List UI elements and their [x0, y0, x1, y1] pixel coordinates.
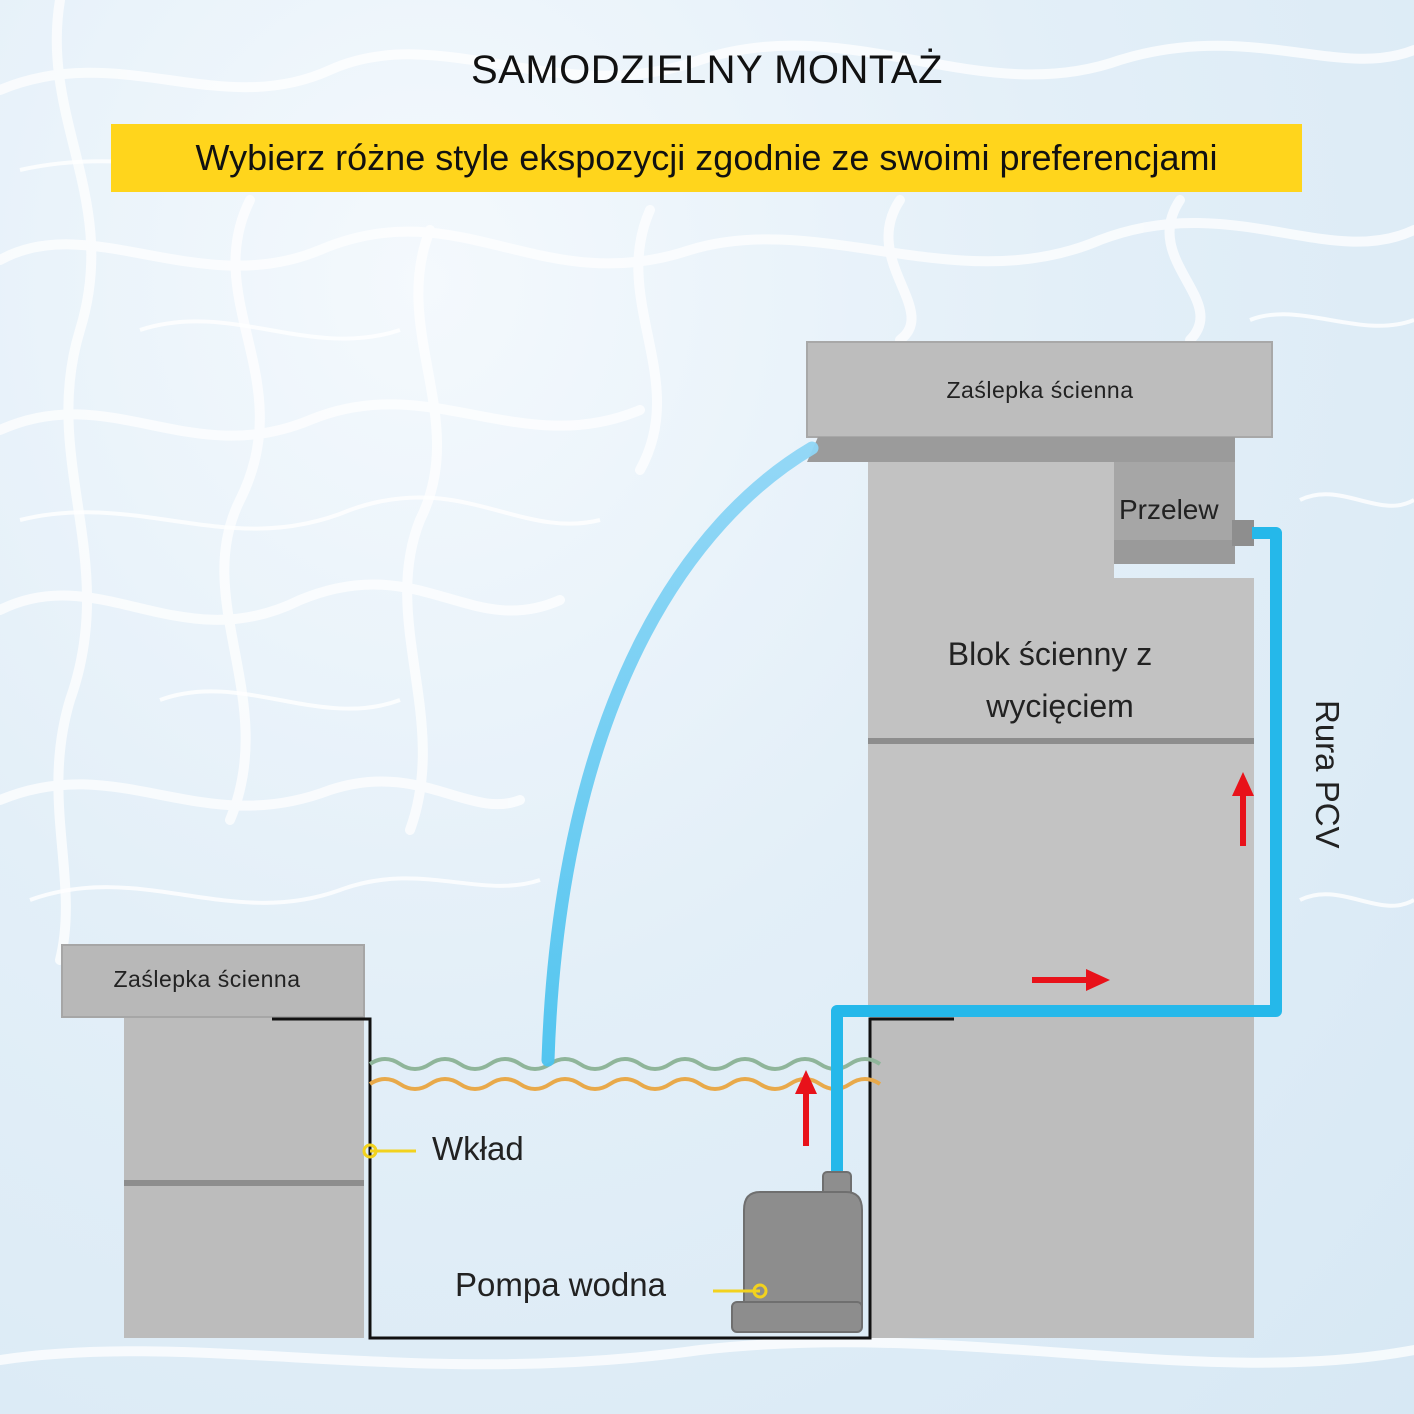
- flow-arrow-right: [1032, 969, 1110, 991]
- wall-block-label-line1: Blok ścienny z: [947, 636, 1153, 672]
- water-pump-label: Pompa wodna: [455, 1266, 666, 1303]
- overflow-outlet: [1232, 520, 1254, 546]
- right-wall-block-middle: [868, 744, 1254, 1017]
- spillway-lip: [807, 437, 1235, 462]
- left-wall-block-upper: [124, 1017, 364, 1182]
- pvc-pipe-label-container: Rura PCV: [1309, 700, 1386, 870]
- liner-label: Wkład: [432, 1130, 524, 1167]
- wall-cap-right-label: Zaślepka ścienna: [946, 377, 1134, 403]
- left-wall-block-lower: [124, 1186, 364, 1338]
- water-surface-wave-orange: [368, 1077, 882, 1091]
- pvc-pipe: [831, 527, 1282, 1182]
- wall-block-label: Blok ścienny z wycięciem: [900, 628, 1200, 732]
- overflow-spout-face: [1114, 540, 1235, 564]
- pvc-pipe-label: Rura PCV: [1309, 700, 1346, 849]
- left-wall-cap: [61, 944, 365, 1018]
- subtitle-banner: Wybierz różne style ekspozycji zgodnie z…: [111, 124, 1302, 192]
- pump-pointer: [713, 1283, 768, 1299]
- pond-liner-outline: [272, 1017, 954, 1340]
- water-pump-base: [731, 1301, 863, 1333]
- page-title: SAMODZIELNY MONTAŻ: [470, 48, 943, 92]
- right-block-joint: [868, 738, 1254, 744]
- liner-pointer: [362, 1143, 416, 1159]
- wall-block-label-line2: wycięciem: [986, 688, 1134, 724]
- wall-cap-left-label: Zaślepka ścienna: [113, 966, 301, 992]
- right-wall-cap: [806, 341, 1273, 438]
- notched-wall-block: [868, 462, 1254, 738]
- water-pump-body: [743, 1191, 863, 1307]
- left-block-joint: [124, 1180, 364, 1186]
- overflow-label: Przelew: [1119, 494, 1219, 525]
- water-arc-stream: [541, 441, 819, 1067]
- right-wall-block-lower: [870, 1017, 1254, 1338]
- flow-arrow-up-pipe: [1232, 772, 1254, 846]
- flow-arrow-up-pond: [795, 1070, 817, 1146]
- water-surface-wave-green: [368, 1057, 882, 1071]
